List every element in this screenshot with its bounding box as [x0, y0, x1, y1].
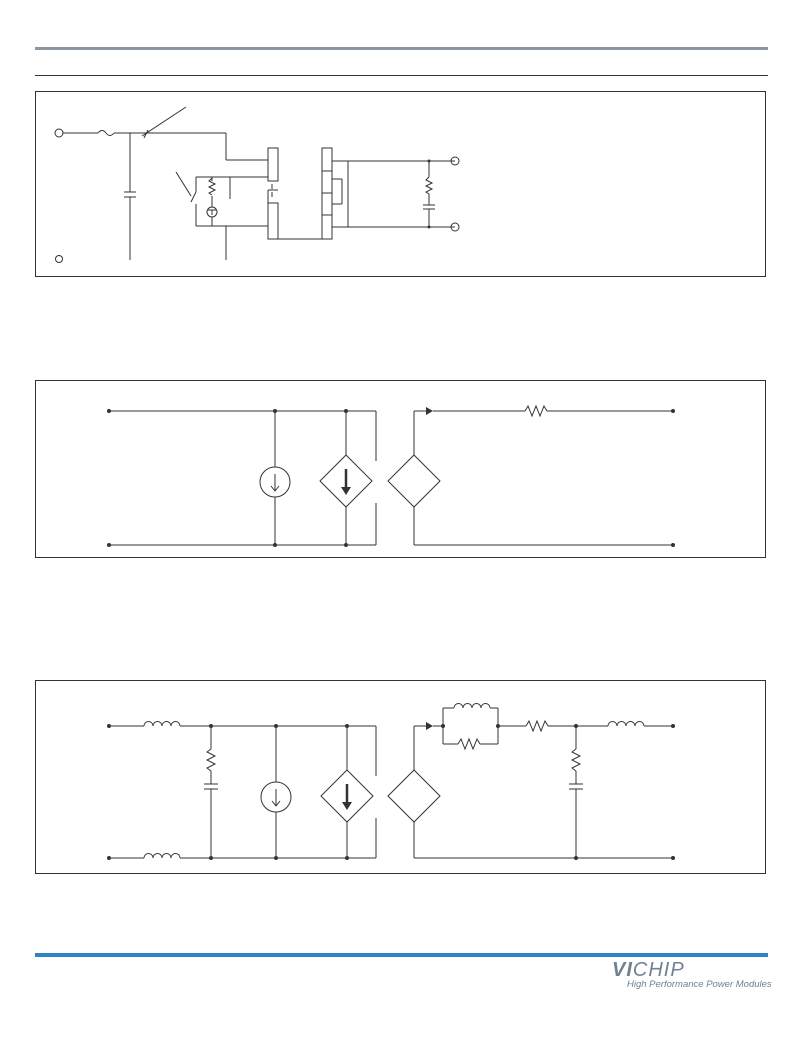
input-damping-resistor: [205, 748, 217, 772]
output-resistor: [524, 404, 548, 418]
application-circuit-figure: [35, 91, 766, 277]
application-circuit-diagram: [54, 106, 460, 263]
output-inductor-parallel: [453, 703, 491, 709]
output-series-resistor: [525, 719, 549, 733]
callout-leader-2: [175, 171, 192, 197]
input-terminal-plus: [54, 128, 64, 138]
output-resistor: [424, 176, 434, 195]
equivalent-circuit-detailed-diagram: [107, 703, 675, 860]
logo-tagline: High Performance Power Modules: [627, 979, 772, 990]
input-inductor-top: [143, 721, 181, 727]
output-block-2: [321, 170, 333, 194]
footer-rule: [35, 953, 768, 957]
fuse-symbol: [97, 130, 115, 136]
switch-symbol: [190, 191, 197, 203]
module-pin-block-2: [267, 202, 279, 240]
dependent-voltage-source: [387, 454, 441, 508]
header-rule: [35, 47, 768, 50]
control-resistor: [207, 177, 217, 196]
output-block-1: [321, 147, 333, 172]
output-inductor: [607, 721, 645, 727]
logo-wordmark-light: CHIP: [632, 959, 685, 981]
output-block-3: [321, 192, 333, 216]
vichip-logo: VICHIP High Performance Power Modules: [612, 958, 772, 998]
output-block-4: [321, 214, 333, 240]
input-inductor-bottom: [143, 853, 181, 859]
equivalent-circuit-detailed-figure: [35, 680, 766, 874]
header-divider: [35, 75, 768, 76]
equivalent-circuit-simple-diagram: [107, 404, 675, 547]
logo-wordmark-bold: VI: [612, 959, 633, 981]
logo-wordmark: VICHIP: [612, 958, 685, 982]
output-resistor-parallel: [457, 737, 481, 751]
output-damping-resistor: [570, 748, 582, 772]
dependent-voltage-source: [387, 769, 441, 823]
callout-leader-1: [141, 106, 187, 137]
equivalent-circuit-simple-figure: [35, 380, 766, 558]
input-terminal-minus: [55, 255, 63, 263]
module-pin-block-1: [267, 147, 279, 182]
